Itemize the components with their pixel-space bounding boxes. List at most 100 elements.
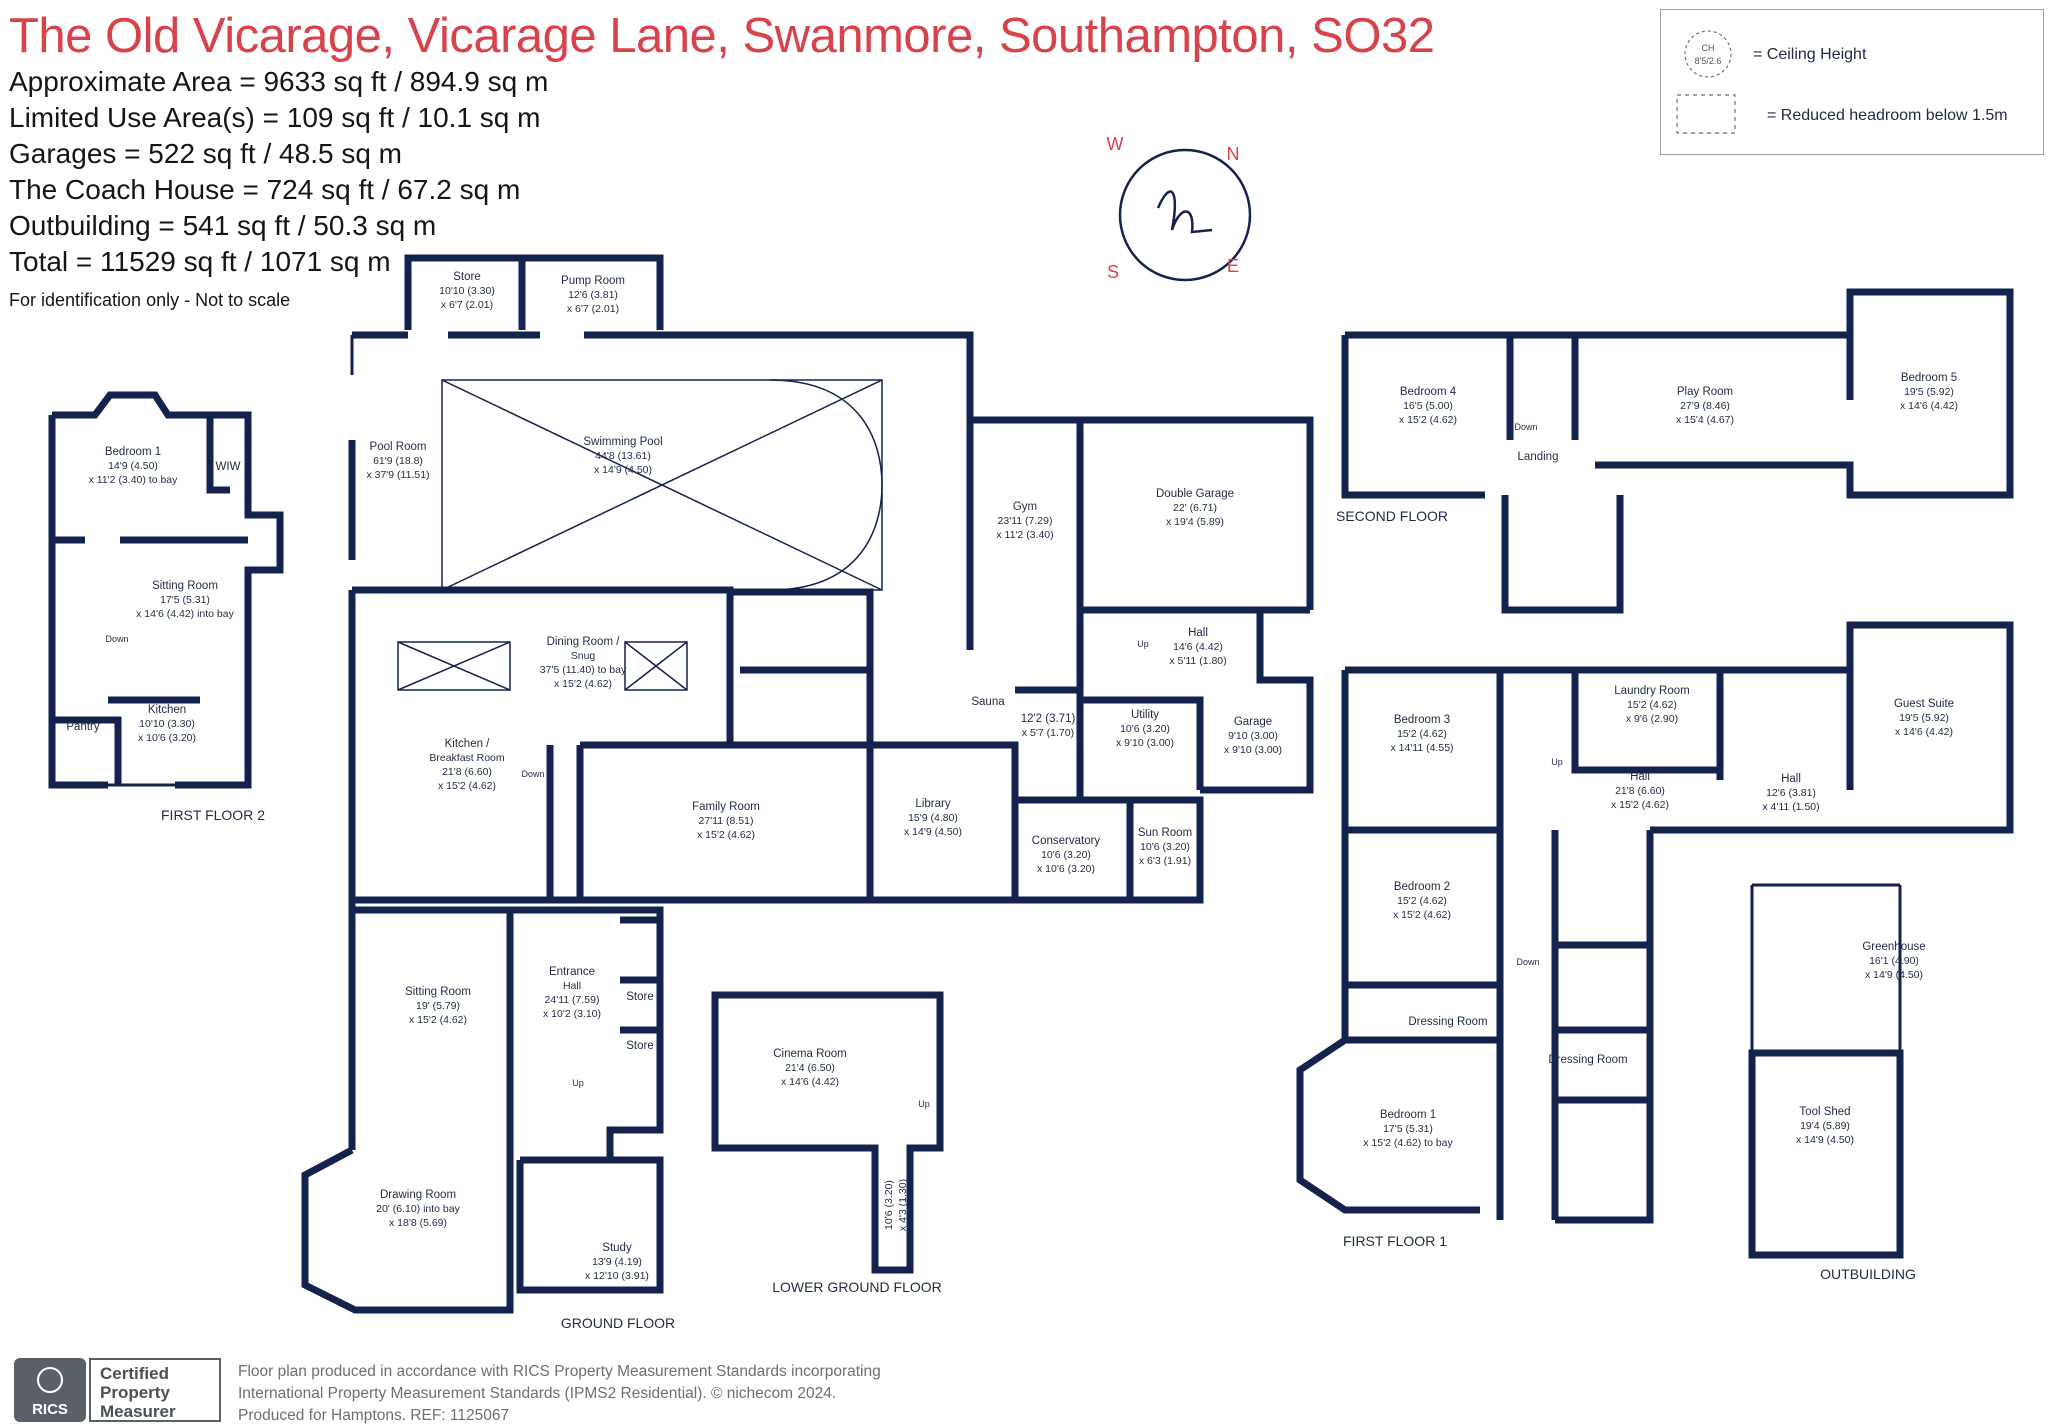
- rics-brand: RICS: [32, 1401, 68, 1418]
- room-label-study-line-3: x 12'10 (3.91): [585, 1270, 649, 1282]
- room-label-bedroom1-f2-line-3: x 11'2 (3.40) to bay: [89, 474, 179, 486]
- room-label-hall-gf: Hall: [1188, 627, 1208, 639]
- floor-label-outbuilding: OUTBUILDING: [1820, 1266, 1916, 1282]
- room-label-gym-line-3: x 11'2 (3.40): [996, 529, 1053, 541]
- room-label-cinema: Cinema Room: [773, 1048, 847, 1060]
- room-label-gym: Gym: [1013, 501, 1037, 513]
- room-label-library-line-2: 15'9 (4.80): [908, 812, 958, 824]
- room-label-bedroom1-f1-line-2: 17'5 (5.31): [1383, 1123, 1433, 1135]
- room-label-sitting-f2-line-3: x 14'6 (4.42) into bay: [136, 608, 234, 620]
- room-label-entrance-line-2: Hall: [563, 980, 581, 992]
- room-label-double-garage: Double Garage: [1156, 488, 1234, 500]
- room-label-bedroom3-line-3: x 14'11 (4.55): [1390, 742, 1453, 754]
- room-label-bedroom4-line-3: x 15'2 (4.62): [1399, 414, 1457, 426]
- room-label-bedroom3: Bedroom 3: [1394, 714, 1450, 726]
- rics-badge: RICS Certified Property Measurer: [14, 1358, 221, 1422]
- room-label-kitchen-gf-line-2: Breakfast Room: [429, 752, 505, 764]
- room-label-kitchen-f2: Kitchen: [148, 704, 186, 716]
- footer-credits: Floor plan produced in accordance with R…: [238, 1361, 881, 1427]
- floor-label-lower-ground: LOWER GROUND FLOOR: [772, 1279, 942, 1295]
- room-label-sun-room-line-3: x 6'3 (1.91): [1139, 855, 1191, 867]
- room-label-garage: Garage: [1234, 716, 1272, 728]
- room-label-conservatory: Conservatory: [1032, 835, 1101, 847]
- room-label-cinema-passage-line-1: 10'6 (3.20): [883, 1180, 895, 1230]
- room-label-hall-f1b-line-3: x 4'11 (1.50): [1762, 801, 1819, 813]
- room-label-store-a: Store: [626, 991, 654, 1003]
- swimming-pool-outline: [397, 379, 883, 691]
- footer-line-2: International Property Measurement Stand…: [238, 1385, 837, 1402]
- room-label-entrance-line-4: x 10'2 (3.10): [543, 1008, 601, 1020]
- room-label-bedroom2-line-2: 15'2 (4.62): [1397, 895, 1447, 907]
- room-label-hall-f1a-line-3: x 15'2 (4.62): [1611, 799, 1669, 811]
- room-label-conservatory-line-3: x 10'6 (3.20): [1037, 863, 1095, 875]
- room-label-swimming-pool-line-3: x 14'9 (4.50): [594, 464, 652, 476]
- badge-line-3: Measurer: [100, 1402, 176, 1421]
- badge-line-1: Certified: [100, 1364, 169, 1383]
- room-label-bedroom1-f1-line-3: x 15'2 (4.62) to bay: [1363, 1137, 1453, 1149]
- room-label-dining-line-2: Snug: [571, 650, 596, 662]
- room-label-sitting-f2: Sitting Room: [152, 580, 218, 592]
- room-label-bedroom1-f1: Bedroom 1: [1380, 1109, 1436, 1121]
- room-label-sun-room-line-2: 10'6 (3.20): [1140, 841, 1190, 853]
- room-label-double-garage-line-2: 22' (6.71): [1173, 502, 1217, 514]
- compass-s: S: [1107, 262, 1119, 282]
- footer-line-3: Produced for Hamptons. REF: 1125067: [238, 1407, 510, 1424]
- lower-ground-walls: [711, 991, 944, 1274]
- room-label-bedroom4-line-2: 16'5 (5.00): [1403, 400, 1453, 412]
- room-label-family-line-3: x 15'2 (4.62): [697, 829, 755, 841]
- stair-label-down-5: Down: [105, 634, 128, 644]
- legend-graphics: CH 8'5/2.6 = Ceiling Height = Reduced he…: [1676, 30, 2008, 134]
- area-outbuilding: Outbuilding = 541 sq ft / 50.3 sq m: [9, 210, 437, 241]
- room-label-kitchen-f2-line-2: 10'10 (3.30): [139, 718, 195, 730]
- room-label-garage-line-2: 9'10 (3.00): [1228, 730, 1278, 742]
- room-label-family-line-2: 27'11 (8.51): [699, 815, 754, 827]
- page-title: The Old Vicarage, Vicarage Lane, Swanmor…: [9, 9, 1435, 63]
- area-garages: Garages = 522 sq ft / 48.5 sq m: [9, 138, 402, 169]
- room-label-greenhouse-line-2: 16'1 (4.90): [1869, 955, 1919, 967]
- room-label-guest-suite-line-3: x 14'6 (4.42): [1895, 726, 1953, 738]
- room-label-hall-gf-line-3: x 5'11 (1.80): [1169, 655, 1226, 667]
- floor-label-first-2: FIRST FLOOR 2: [161, 807, 265, 823]
- room-label-sauna-dims: 12'2 (3.71): [1021, 713, 1076, 725]
- room-label-pool-room-line-3: x 37'9 (11.51): [366, 469, 429, 481]
- rics-badge-emblem: [14, 1358, 86, 1422]
- floor-label-ground: GROUND FLOOR: [561, 1315, 675, 1331]
- room-label-drawing: Drawing Room: [380, 1189, 456, 1201]
- compass-n: N: [1227, 144, 1240, 164]
- room-label-dining-line-4: x 15'2 (4.62): [554, 678, 612, 690]
- room-label-guest-suite-line-2: 19'5 (5.92): [1899, 712, 1949, 724]
- room-label-guest-suite: Guest Suite: [1894, 698, 1954, 710]
- floor-label-second: SECOND FLOOR: [1336, 508, 1448, 524]
- floor-label-first-1: FIRST FLOOR 1: [1343, 1233, 1447, 1249]
- room-label-drawing-line-2: 20' (6.10) into bay: [376, 1203, 460, 1215]
- ceiling-height-icon: [1684, 30, 1732, 78]
- room-label-laundry: Laundry Room: [1614, 685, 1689, 697]
- stair-label-up-4: Up: [918, 1099, 930, 1109]
- stair-label-down-8: Down: [1516, 957, 1539, 967]
- badge-line-2: Property: [100, 1383, 170, 1402]
- room-label-laundry-line-2: 15'2 (4.62): [1627, 699, 1677, 711]
- room-label-bedroom1-f2-line-2: 14'9 (4.50): [108, 460, 158, 472]
- compass-w: W: [1107, 134, 1124, 154]
- room-label-hall-gf-line-2: 14'6 (4.42): [1173, 641, 1223, 653]
- room-label-bedroom5: Bedroom 5: [1901, 372, 1957, 384]
- room-label-sitting-gf: Sitting Room: [405, 986, 471, 998]
- room-label-play-room-line-2: 27'9 (8.46): [1680, 400, 1730, 412]
- room-label-utility-line-2: 10'6 (3.20): [1120, 723, 1170, 735]
- room-label-sauna: Sauna: [971, 696, 1005, 708]
- room-label-play-room-line-3: x 15'4 (4.67): [1676, 414, 1734, 426]
- room-label-hall-f1a: Hall: [1630, 771, 1650, 783]
- room-label-bedroom2-line-3: x 15'2 (4.62): [1393, 909, 1451, 921]
- room-label-study: Study: [602, 1242, 632, 1254]
- disclaimer-note: For identification only - Not to scale: [9, 290, 291, 310]
- room-label-swimming-pool-line-2: 44'8 (13.61): [595, 450, 651, 462]
- room-label-pump-room-line-3: x 6'7 (2.01): [567, 303, 619, 315]
- room-label-bedroom3-line-2: 15'2 (4.62): [1397, 728, 1447, 740]
- room-label-conservatory-line-2: 10'6 (3.20): [1041, 849, 1091, 861]
- room-label-drawing-line-3: x 18'8 (5.69): [389, 1217, 447, 1229]
- room-label-kitchen-gf: Kitchen /: [445, 738, 491, 750]
- room-label-kitchen-gf-line-4: x 15'2 (4.62): [438, 780, 496, 792]
- room-label-utility-line-3: x 9'10 (3.00): [1116, 737, 1174, 749]
- compass-logo: [1118, 148, 1252, 282]
- room-label-pump-room-line-2: 12'6 (3.81): [568, 289, 618, 301]
